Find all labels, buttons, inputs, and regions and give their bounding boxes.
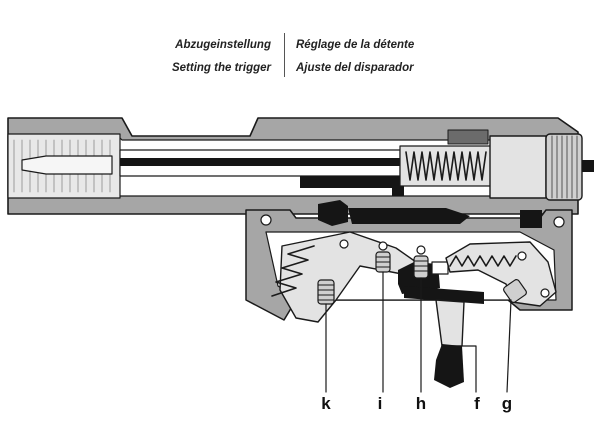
title-french: Réglage de la détente [296, 39, 415, 51]
title-column-right: Réglage de la détente Ajuste del dispara… [296, 34, 414, 80]
title-divider [284, 33, 285, 77]
callout-k: k [321, 394, 331, 413]
hammer-pivot [339, 239, 349, 249]
cocking-piece [447, 129, 489, 145]
bolt-lug [300, 176, 404, 196]
adjust-screw-h-threads [413, 260, 429, 272]
right-spring [449, 255, 517, 267]
end-cap-stud [582, 160, 594, 172]
adjust-nut-h [431, 261, 449, 275]
right-lever [445, 241, 557, 307]
callout-f: f [474, 394, 480, 413]
callout-i: i [377, 394, 383, 413]
trigger-shoe-lower [434, 344, 464, 388]
cocking-lever [348, 208, 470, 224]
title-column-left: Abzugeinstellung Setting the trigger [172, 34, 271, 80]
trigger-shoe-upper [435, 299, 465, 347]
title-english: Setting the trigger [171, 62, 271, 74]
adjust-screw-h [413, 255, 429, 279]
trigger-bar [404, 286, 484, 304]
adjust-screw-i-threads [375, 256, 391, 268]
housing-pin-right [553, 216, 565, 228]
title-german: Abzugeinstellung [175, 39, 271, 51]
hammer-spring [271, 245, 315, 297]
striker-spring [405, 151, 487, 181]
adjust-screw-g [503, 279, 527, 303]
sear-block [520, 210, 542, 228]
title-spanish: Ajuste del disparador [296, 62, 414, 74]
adjust-screw-k-threads [317, 284, 335, 301]
adjust-screw-h-head [416, 245, 426, 255]
callout-g: g [501, 394, 513, 413]
right-lever-pivot [517, 251, 527, 261]
right-lever-pin [540, 288, 550, 298]
sear-cam [318, 200, 348, 226]
adjust-screw-i-head [378, 241, 388, 251]
end-cap-knurling [551, 135, 578, 199]
cartridge [21, 155, 113, 175]
housing-pin-left [260, 214, 272, 226]
callout-h: h [415, 394, 427, 413]
bolt-shroud [489, 135, 547, 199]
firing-pin [120, 158, 410, 166]
callout-leaders [325, 271, 512, 393]
